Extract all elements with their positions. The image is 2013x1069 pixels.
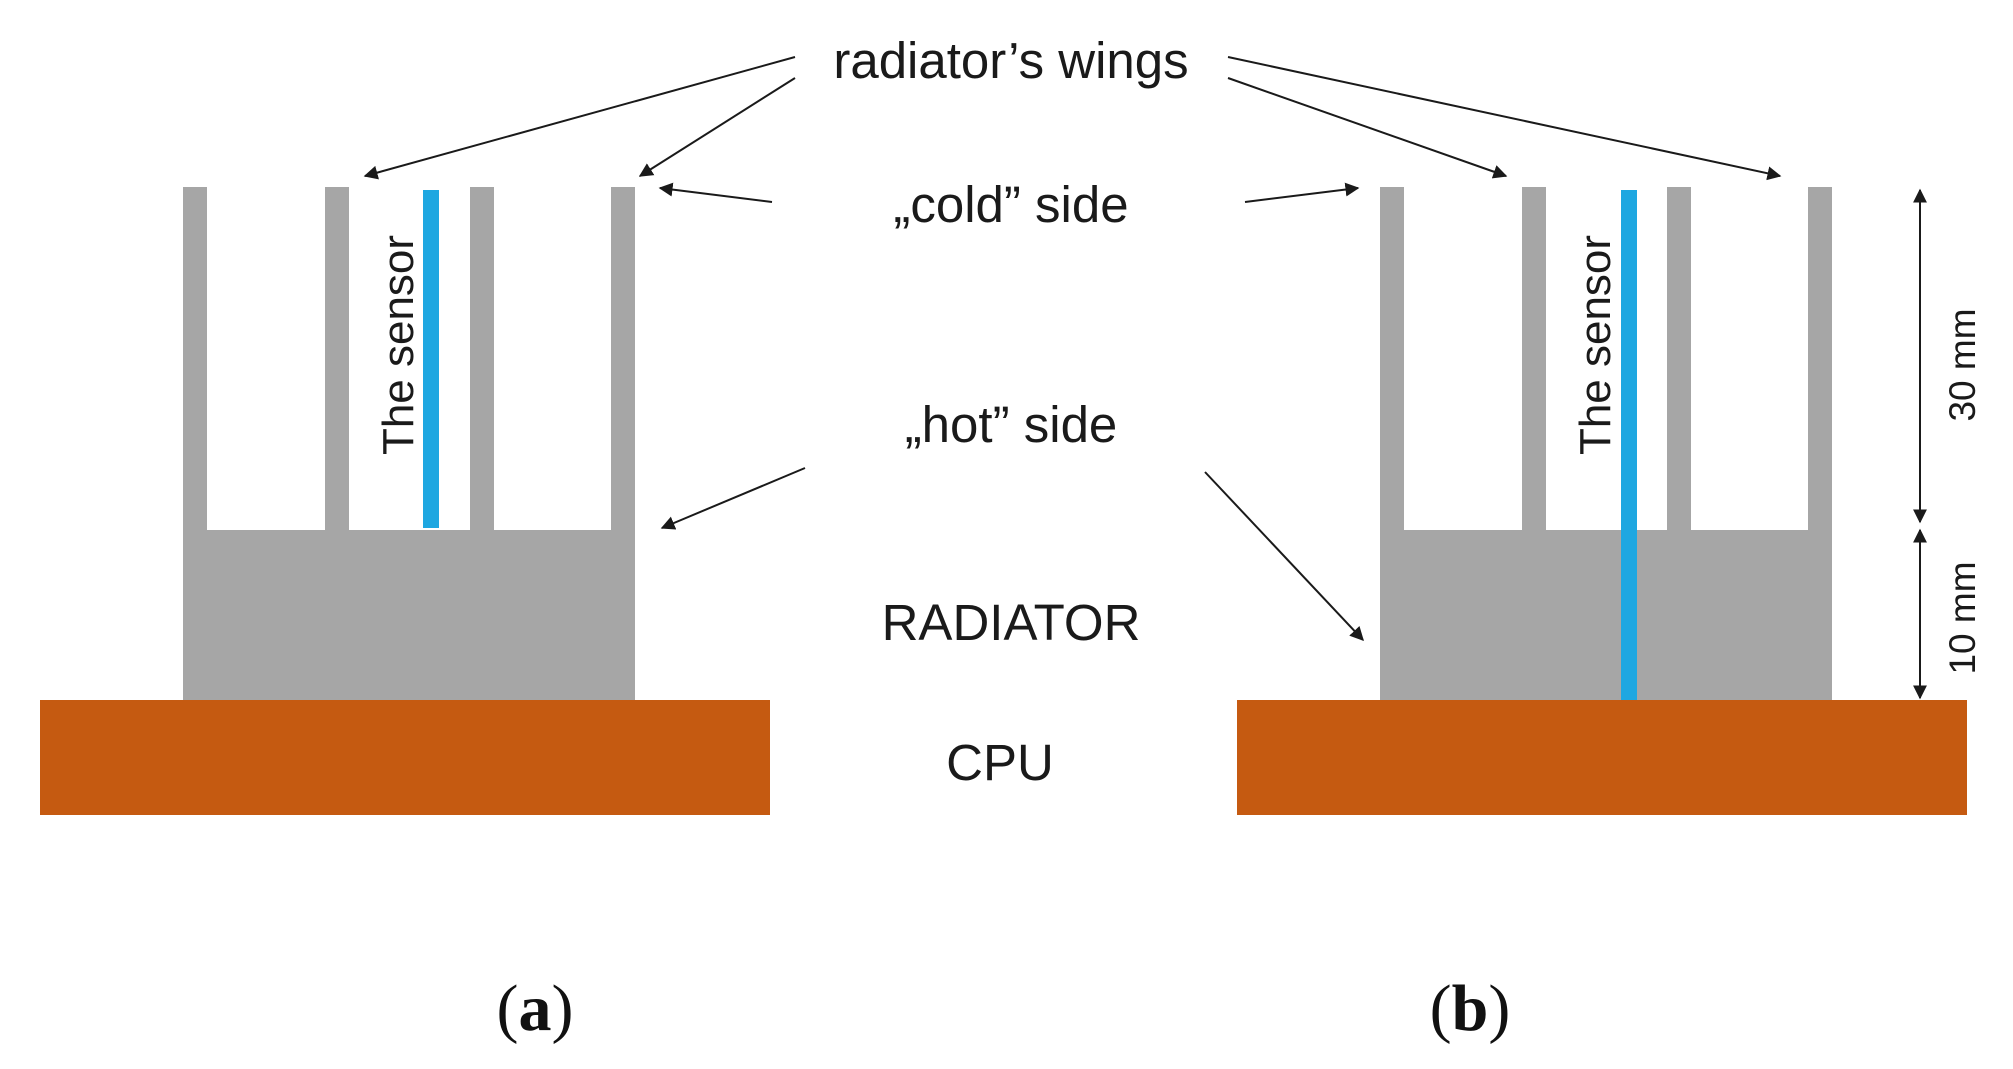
wings-label: radiator’s wings — [833, 32, 1188, 89]
wings-arrow-4 — [1227, 56, 1782, 181]
panel-caption-b-close: ) — [1488, 972, 1510, 1045]
radiator-wing-b-1 — [1380, 187, 1404, 532]
radiator-wing-a-4 — [611, 187, 635, 532]
panel-a: The sensor — [40, 187, 770, 815]
cpu-label: CPU — [946, 734, 1054, 791]
cold-arrow-right — [1244, 182, 1360, 203]
sensor-label-a: The sensor — [374, 235, 423, 455]
sensor-label-b: The sensor — [1571, 235, 1620, 455]
cpu-block-b — [1237, 700, 1967, 815]
hot-arrow-left — [660, 467, 806, 530]
panel-caption-a-open: ( — [497, 972, 519, 1045]
radiator-wing-a-1 — [183, 187, 207, 532]
wings-arrow-2 — [638, 77, 796, 177]
cold-side-label: „cold” side — [893, 176, 1128, 233]
panel-caption-a-letter: a — [519, 972, 552, 1045]
wings-arrow-3 — [1227, 77, 1508, 179]
cpu-block-a — [40, 700, 770, 815]
dim-wings-label: 30 mm — [1942, 308, 1983, 421]
sensor-strip-a — [423, 190, 439, 528]
panel-caption-b-letter: b — [1452, 972, 1489, 1045]
radiator-wing-a-2 — [325, 187, 349, 532]
panel-b: The sensor — [1237, 187, 1967, 815]
radiator-wing-b-2 — [1522, 187, 1546, 532]
sensor-strip-b — [1621, 190, 1637, 700]
panel-caption-b: (b) — [1430, 972, 1511, 1045]
dim-base-label: 10 mm — [1942, 561, 1983, 674]
panel-caption-a-close: ) — [552, 972, 574, 1045]
radiator-base-b — [1380, 530, 1832, 700]
radiator-wing-b-3 — [1667, 187, 1691, 532]
radiator-wing-a-3 — [470, 187, 494, 532]
arrows — [363, 56, 1782, 642]
radiator-label: RADIATOR — [882, 594, 1141, 651]
panel-caption-a: (a) — [497, 972, 574, 1045]
radiator-wing-b-4 — [1808, 187, 1832, 532]
wings-arrow-1 — [363, 56, 796, 180]
radiator-base-a — [183, 530, 635, 700]
panel-caption-b-open: ( — [1430, 972, 1452, 1045]
cold-arrow-left — [658, 182, 773, 203]
hot-arrow-right — [1204, 471, 1364, 642]
hot-side-label: „hot” side — [905, 396, 1118, 453]
